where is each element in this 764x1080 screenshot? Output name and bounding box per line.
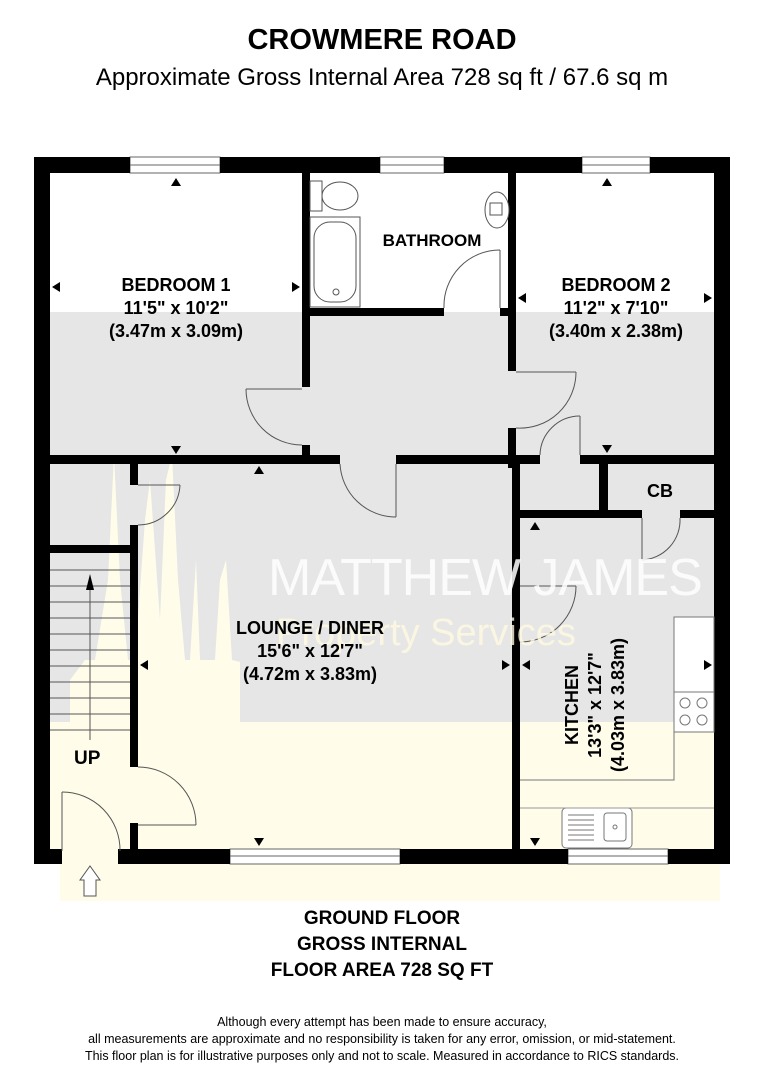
room-metric: (4.72m x 3.83m)	[242, 664, 378, 684]
floor-shading	[48, 172, 720, 901]
disclaimer: Although every attempt has been made to …	[0, 1014, 764, 1065]
floor-caption-line-2: GROSS INTERNAL	[297, 934, 467, 955]
watermark-tagline: Property Services	[276, 612, 576, 654]
room-name: KITCHEN	[562, 665, 582, 745]
room-name: LOUNGE / DINER	[235, 618, 384, 638]
room-name: BEDROOM 2	[561, 275, 671, 295]
bathroom-fixtures	[309, 180, 510, 308]
room-metric: (3.47m x 3.09m)	[108, 321, 244, 341]
room-name: CB	[647, 481, 673, 501]
floor-caption: GROUND FLOOR GROSS INTERNAL FLOOR AREA 7…	[0, 906, 764, 984]
disclaimer-line-1: Although every attempt has been made to …	[217, 1015, 547, 1029]
windows	[129, 156, 669, 865]
door-swings	[61, 249, 681, 852]
room-lounge-diner: LOUNGE / DINER 15'6" x 12'7" (4.72m x 3.…	[210, 617, 410, 686]
room-cupboard: CB	[610, 480, 710, 503]
entrance-arrow-icon	[79, 865, 101, 897]
stairs-arrow-icon	[86, 574, 94, 590]
kitchen-fixtures	[520, 616, 715, 849]
floor-caption-line-1: GROUND FLOOR	[303, 908, 461, 929]
subtitle: Approximate Gross Internal Area 728 sq f…	[95, 64, 669, 91]
disclaimer-line-2: all measurements are approximate and no …	[88, 1032, 676, 1046]
title: CROWMERE ROAD	[247, 24, 517, 56]
room-metric: (4.03m x 3.83m)	[608, 637, 628, 773]
walls	[34, 157, 730, 864]
stairs	[50, 569, 130, 740]
room-name: BEDROOM 1	[121, 275, 231, 295]
room-imperial: 13'3" x 12'7"	[585, 652, 605, 758]
room-kitchen: KITCHEN 13'3" x 12'7" (4.03m x 3.83m)	[561, 605, 633, 805]
room-bedroom-1: BEDROOM 1 11'5" x 10'2" (3.47m x 3.09m)	[76, 274, 276, 343]
dimension-markers	[52, 178, 712, 846]
room-name: BATHROOM	[382, 231, 482, 250]
room-imperial: 15'6" x 12'7"	[257, 641, 363, 661]
room-imperial: 11'2" x 7'10"	[563, 298, 669, 318]
floor-caption-line-3: FLOOR AREA 728 SQ FT	[270, 960, 494, 981]
room-metric: (3.40m x 2.38m)	[548, 321, 684, 341]
room-bedroom-2: BEDROOM 2 11'2" x 7'10" (3.40m x 2.38m)	[518, 274, 714, 343]
watermark-company: MATTHEW JAMES	[268, 549, 703, 607]
room-bathroom: BATHROOM	[372, 229, 492, 252]
room-imperial: 11'5" x 10'2"	[123, 298, 229, 318]
stairs-up-label: UP	[74, 748, 101, 769]
disclaimer-line-3: This floor plan is for illustrative purp…	[84, 1049, 680, 1063]
